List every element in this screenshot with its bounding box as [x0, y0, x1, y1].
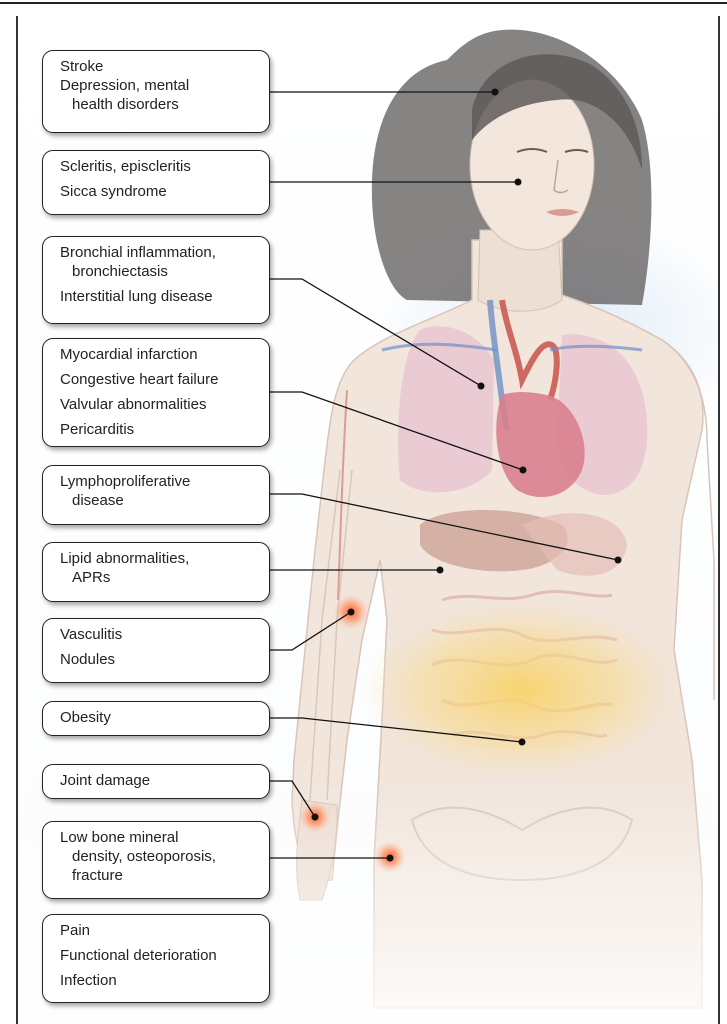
endpoint-head — [492, 89, 499, 96]
callout-eye: Scleritis, episcleritis Sicca syndrome — [42, 150, 270, 215]
callout-line: Lymphoproliferative — [60, 472, 259, 491]
callout-line: Vasculitis — [60, 625, 259, 644]
obesity-glow — [362, 600, 682, 780]
callout-line: bronchiectasis — [60, 262, 259, 281]
endpoint-lung — [478, 383, 485, 390]
callout-line: health disorders — [60, 95, 259, 114]
callout-stroke: Stroke Depression, mental health disorde… — [42, 50, 270, 133]
endpoint-abdomen — [519, 739, 526, 746]
callout-line: Stroke — [60, 57, 259, 76]
endpoint-lymph — [615, 557, 622, 564]
callout-line: Functional deterioration — [60, 946, 259, 965]
callout-line: Bronchial inflammation, — [60, 243, 259, 262]
callout-line: APRs — [60, 568, 259, 587]
endpoint-heart — [520, 467, 527, 474]
callout-line: Joint damage — [60, 771, 259, 790]
callout-line: Interstitial lung disease — [60, 287, 259, 306]
callout-lung: Bronchial inflammation, bronchiectasis I… — [42, 236, 270, 324]
callout-line: Pericarditis — [60, 420, 259, 439]
callout-line: fracture — [60, 866, 259, 885]
callout-line: Pain — [60, 921, 259, 940]
left-lung — [398, 326, 494, 492]
top-rule — [0, 2, 727, 4]
callout-line: density, osteoporosis, — [60, 847, 259, 866]
callout-vasculitis: Vasculitis Nodules — [42, 618, 270, 683]
callout-line: Myocardial infarction — [60, 345, 259, 364]
endpoint-elbow — [348, 609, 355, 616]
callout-obesity: Obesity — [42, 701, 270, 736]
callout-bone: Low bone mineral density, osteoporosis, … — [42, 821, 270, 899]
callout-line: Scleritis, episcleritis — [60, 157, 259, 176]
callout-line: Valvular abnormalities — [60, 395, 259, 414]
endpoint-liver — [437, 567, 444, 574]
callout-lipid: Lipid abnormalities, APRs — [42, 542, 270, 602]
callout-heart: Myocardial infarction Congestive heart f… — [42, 338, 270, 447]
endpoint-eye — [515, 179, 522, 186]
callout-line: Obesity — [60, 708, 259, 727]
callout-line: disease — [60, 491, 259, 510]
diagram-panel: Stroke Depression, mental health disorde… — [16, 16, 720, 1024]
callout-line: Congestive heart failure — [60, 370, 259, 389]
callout-line: Sicca syndrome — [60, 182, 259, 201]
endpoint-wrist — [312, 814, 319, 821]
endpoint-hip — [387, 855, 394, 862]
callout-line: Infection — [60, 971, 259, 990]
callout-line: Nodules — [60, 650, 259, 669]
callout-joint: Joint damage — [42, 764, 270, 799]
callout-line: Depression, mental — [60, 76, 259, 95]
callout-line: Lipid abnormalities, — [60, 549, 259, 568]
callout-pain: Pain Functional deterioration Infection — [42, 914, 270, 1003]
callout-lymphoproliferative: Lymphoproliferative disease — [42, 465, 270, 525]
callout-line: Low bone mineral — [60, 828, 259, 847]
